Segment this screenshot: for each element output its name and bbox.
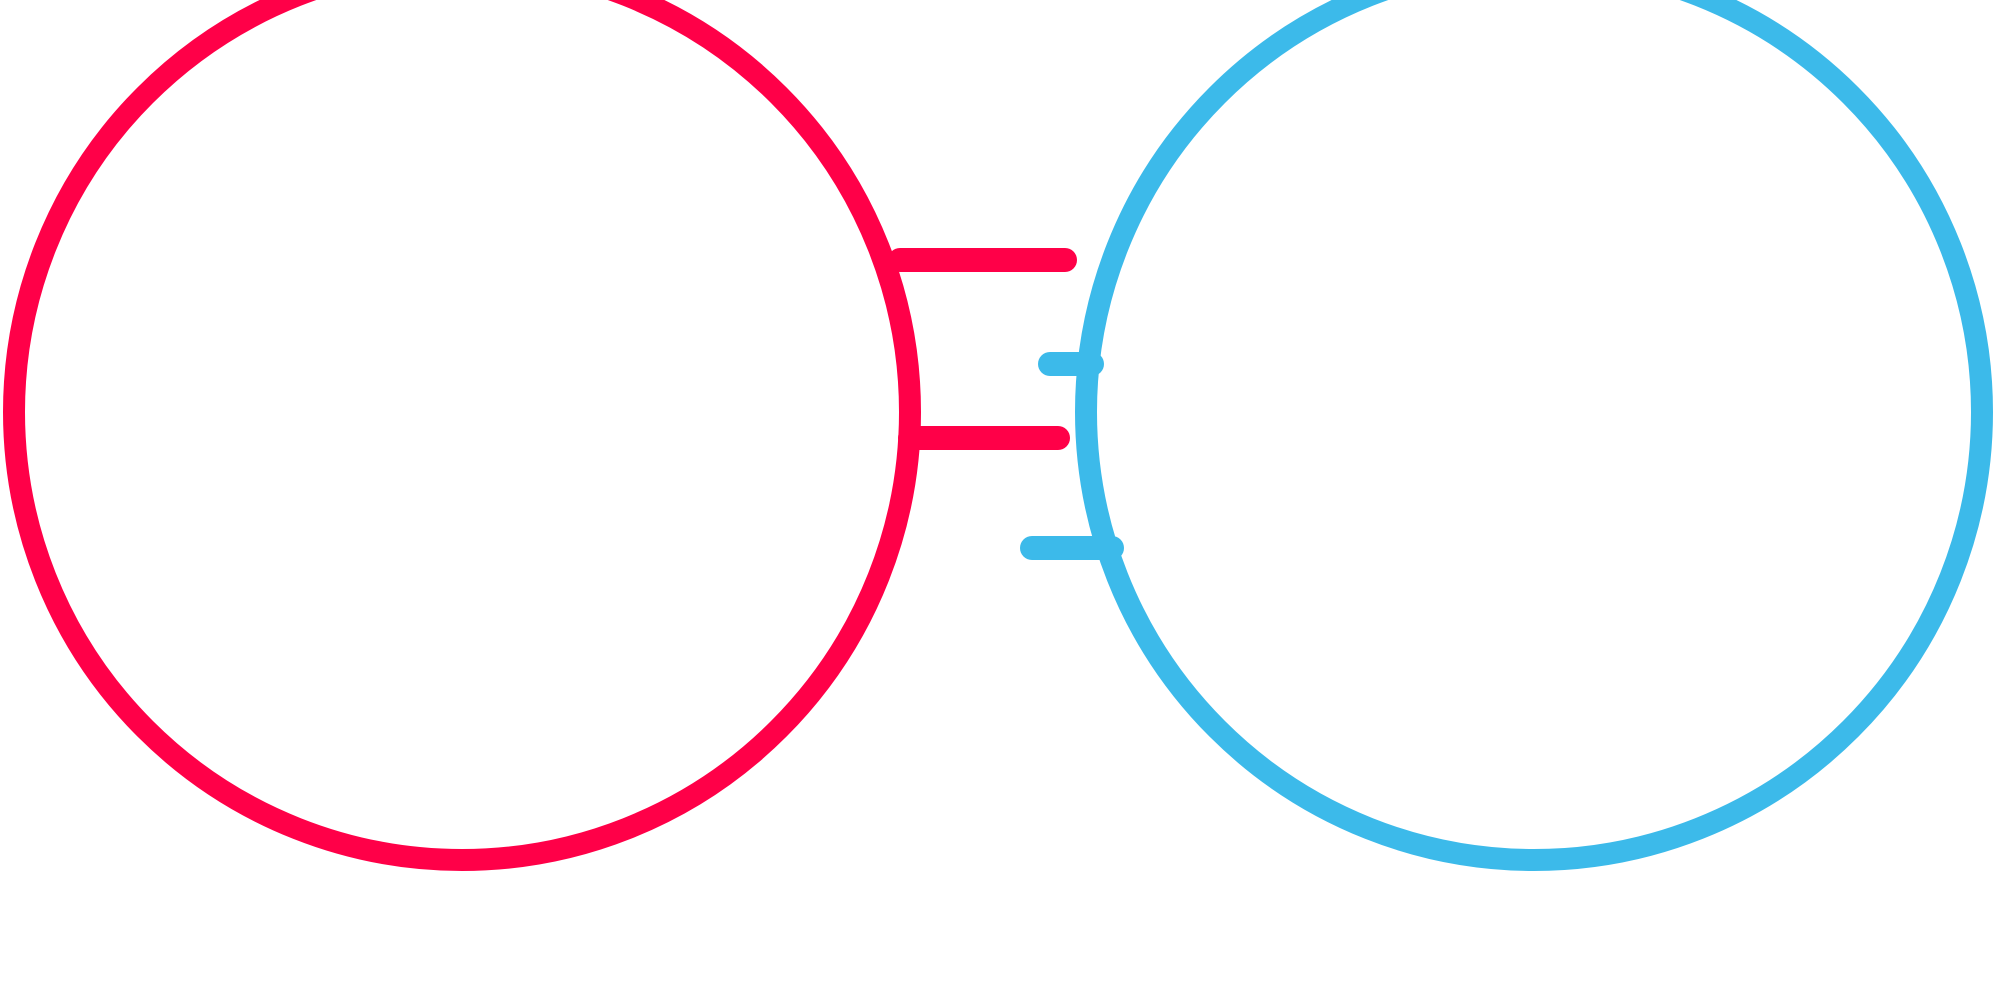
right-circle xyxy=(1075,0,1993,871)
left-circle xyxy=(3,0,921,871)
